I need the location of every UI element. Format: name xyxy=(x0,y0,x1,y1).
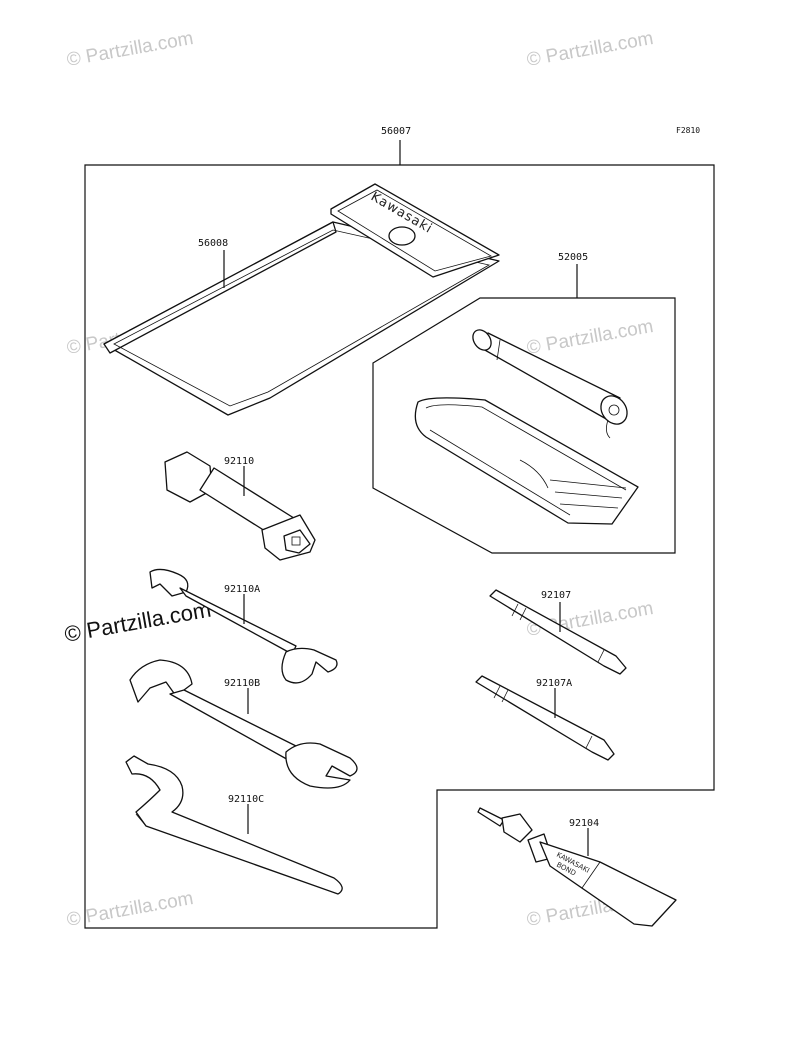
screwdriver xyxy=(489,589,627,675)
part-label-52005: 52005 xyxy=(558,252,588,263)
watermark: © Partzilla.com xyxy=(525,28,655,71)
pump-tube xyxy=(472,329,628,439)
part-label-92110: 92110 xyxy=(224,456,254,467)
storage-bag xyxy=(414,397,639,525)
tool-pouch: Kawasaki xyxy=(103,183,500,416)
part-label-92110A: 92110A xyxy=(224,584,260,595)
part-label-92107A: 92107A xyxy=(536,678,572,689)
part-label-92107: 92107 xyxy=(541,590,571,601)
watermark: © Partzilla.com xyxy=(525,316,655,359)
kit-outline xyxy=(84,164,715,929)
screwdriver-a xyxy=(475,675,615,761)
part-label-92110B: 92110B xyxy=(224,678,260,689)
part-label-56008: 56008 xyxy=(198,238,228,249)
part-label-92104: 92104 xyxy=(569,818,599,829)
figure-code: F2810 xyxy=(676,126,700,135)
bond-tube: KAWASAKI BOND xyxy=(477,807,677,927)
box-wrench xyxy=(164,451,316,561)
pump-bag-outline xyxy=(372,297,676,554)
part-label-92110C: 92110C xyxy=(228,794,264,805)
open-end-wrench-b xyxy=(129,659,358,789)
part-label-56007: 56007 xyxy=(381,126,411,137)
open-end-wrench-a xyxy=(149,568,338,684)
hook-wrench xyxy=(125,755,343,895)
watermark: © Partzilla.com xyxy=(65,28,195,71)
